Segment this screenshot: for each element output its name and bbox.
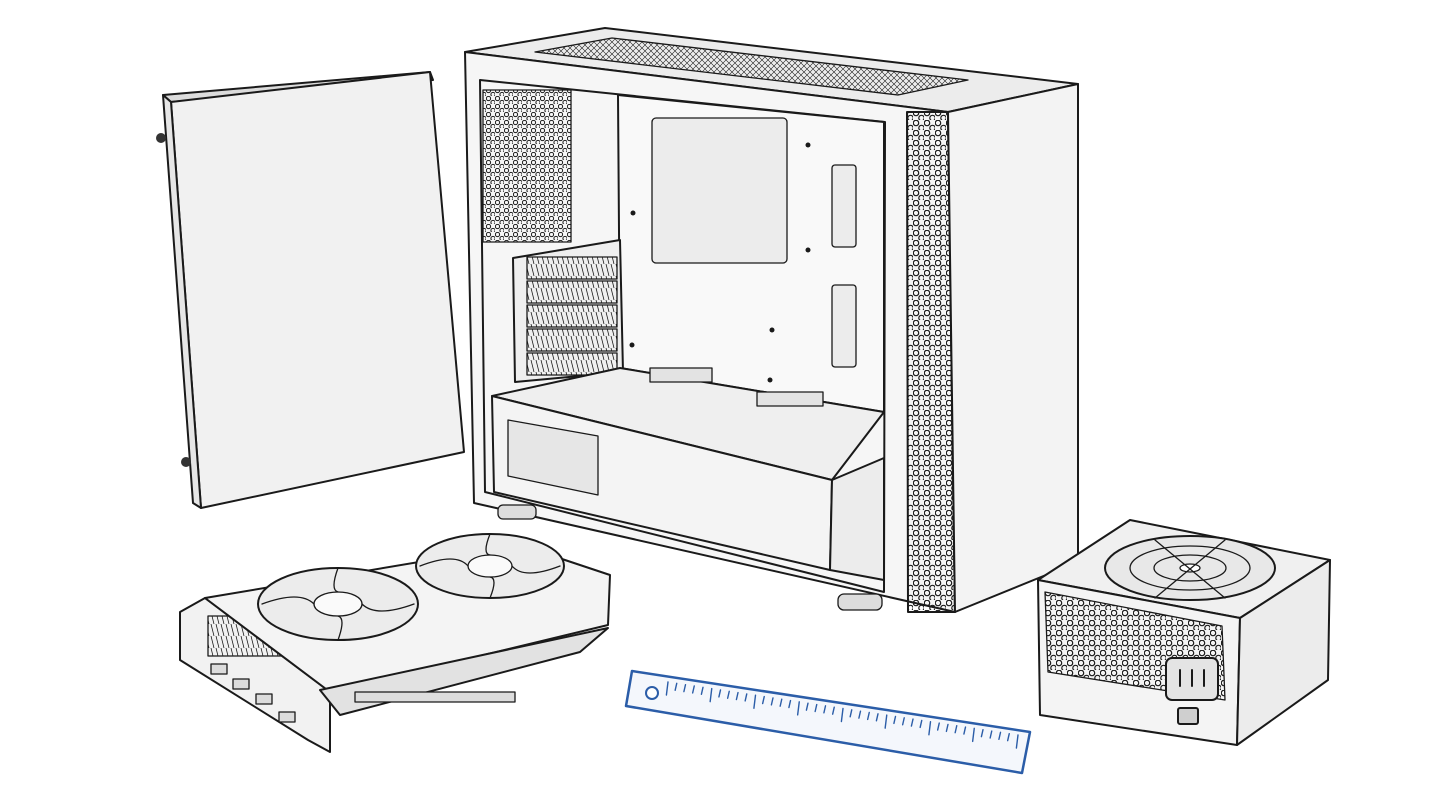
ruler-tick [840,707,844,723]
ruler-tick [893,715,897,725]
ruler-tick [866,711,870,721]
ruler-tick [936,722,940,731]
thumbscrew-icon [181,457,191,467]
front-mesh-strip [906,111,956,613]
ruler-tick [910,718,914,727]
ruler-tick [674,682,678,692]
ruler-tick [665,681,669,696]
power-supply[interactable] [1037,519,1331,746]
ruler-tick [700,686,704,695]
ruler-tick [998,731,1002,741]
ruler-tick [945,723,949,733]
psu-fan-icon [1104,535,1276,601]
ruler-tick [770,697,774,706]
ruler-body [624,669,1032,775]
side-panel-face [170,71,465,509]
display-ports [210,663,296,723]
power-switch-icon[interactable] [1177,707,1199,725]
case-foot [497,504,537,520]
ruler-tick [691,685,695,694]
ruler-tick [779,698,783,707]
ruler-tick [744,693,748,702]
ruler-tick [683,683,687,693]
ruler-tick [753,694,757,709]
shroud-end [829,457,885,581]
ruler-tick [796,701,800,716]
pcie-connector [354,691,516,703]
thumbscrew-icon [156,133,166,143]
cable-grommet [831,284,857,368]
ruler-tick [735,691,739,701]
ruler-tick [1006,732,1010,742]
ruler-tick [963,726,967,735]
ruler-tick [849,709,853,718]
ruler-tick [980,729,984,738]
expansion-slots [512,239,624,383]
ruler-tick [805,702,809,711]
shroud-vent [649,367,713,383]
ruler-tick [884,714,888,729]
ruler-tick [971,727,975,743]
ruler-tick [788,699,792,709]
ruler-tick [928,721,932,736]
ruler-tick [814,703,818,713]
ruler-tick [831,706,835,715]
ruler-tick [875,713,879,722]
ruler-tick [919,719,923,729]
ruler-tick [726,690,730,699]
power-socket-pins [1179,669,1205,687]
ruler-tick [954,725,958,734]
ruler [624,669,1032,775]
top-vent-mesh [534,37,969,96]
gpu-fan-1 [257,567,419,641]
gpu-fan-2 [415,533,565,599]
ruler-tick [709,687,713,703]
ruler-tick [823,705,827,714]
ruler-tick [1015,734,1019,749]
cable-grommet [831,164,857,248]
ruler-hole [645,686,659,700]
graphics-card[interactable] [179,533,611,753]
case-foot [837,593,883,611]
side-panel[interactable] [156,71,465,509]
shroud-cutout [507,419,599,496]
ruler-tick [858,710,862,719]
ruler-ticks [665,681,1019,749]
pc-case[interactable] [464,27,1079,613]
ruler-tick [761,695,765,705]
cpu-cutout [651,117,788,264]
ruler-tick [989,730,993,739]
case-front-panel [947,83,1079,613]
psu-front [1236,559,1331,746]
side-panel-edge [162,94,202,509]
rear-fan-mesh [482,89,572,243]
ruler-tick [901,717,905,726]
ruler-tick [718,689,722,698]
shroud-vent [756,391,824,407]
standoff-holes [629,142,811,383]
